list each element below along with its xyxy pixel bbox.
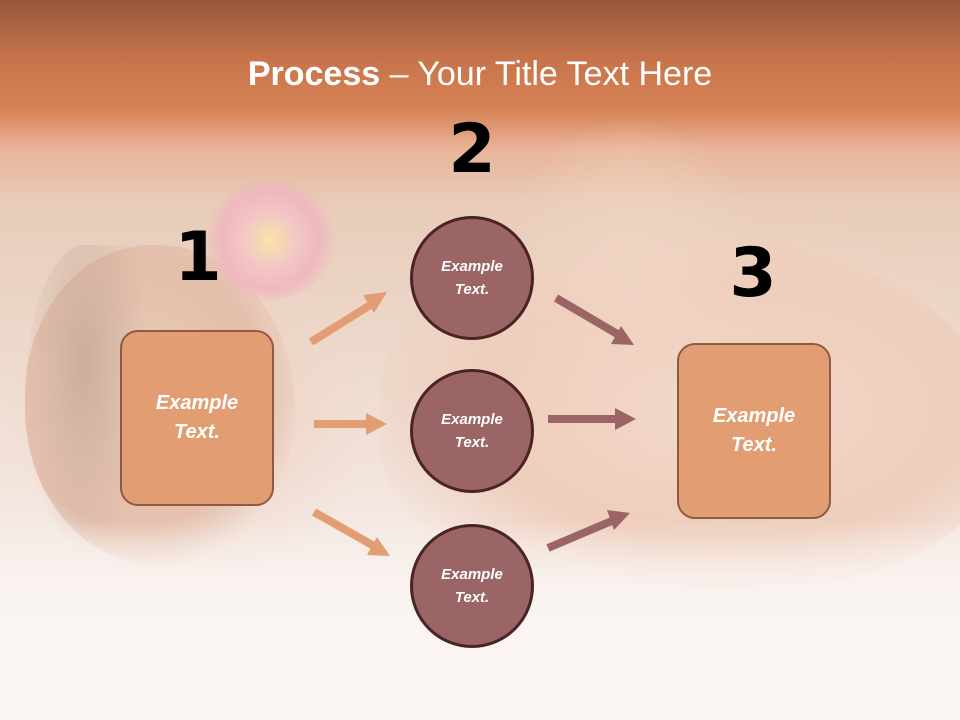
background-photo-flower — [205, 180, 335, 300]
circle-top-text: Example Text. — [441, 258, 503, 298]
circle-middle-text: Example Text. — [441, 411, 503, 451]
circle-top[interactable]: Example Text. — [410, 216, 534, 340]
arrow-right-icon — [312, 508, 390, 556]
step-number-2: 2 — [448, 110, 496, 189]
slide-title[interactable]: Process – Your Title Text Here — [0, 52, 960, 96]
title-rest: – Your Title Text Here — [380, 55, 713, 93]
step-number-3: 3 — [729, 234, 777, 313]
circle-bottom-text: Example Text. — [441, 566, 503, 606]
arrow-right-icon — [553, 294, 634, 345]
right-box-text: Example Text. — [712, 405, 796, 456]
step-number-1: 1 — [174, 218, 222, 297]
left-box-text: Example Text. — [155, 392, 239, 443]
circle-bottom[interactable]: Example Text. — [410, 524, 534, 648]
left-text-box[interactable]: Example Text. — [120, 330, 274, 506]
circle-middle[interactable]: Example Text. — [410, 369, 534, 493]
arrow-right-icon — [548, 408, 636, 430]
arrow-right-icon — [546, 510, 630, 552]
arrow-right-icon — [308, 292, 387, 346]
arrow-right-icon — [314, 413, 387, 435]
title-bold: Process — [247, 55, 381, 93]
right-text-box[interactable]: Example Text. — [677, 343, 831, 519]
